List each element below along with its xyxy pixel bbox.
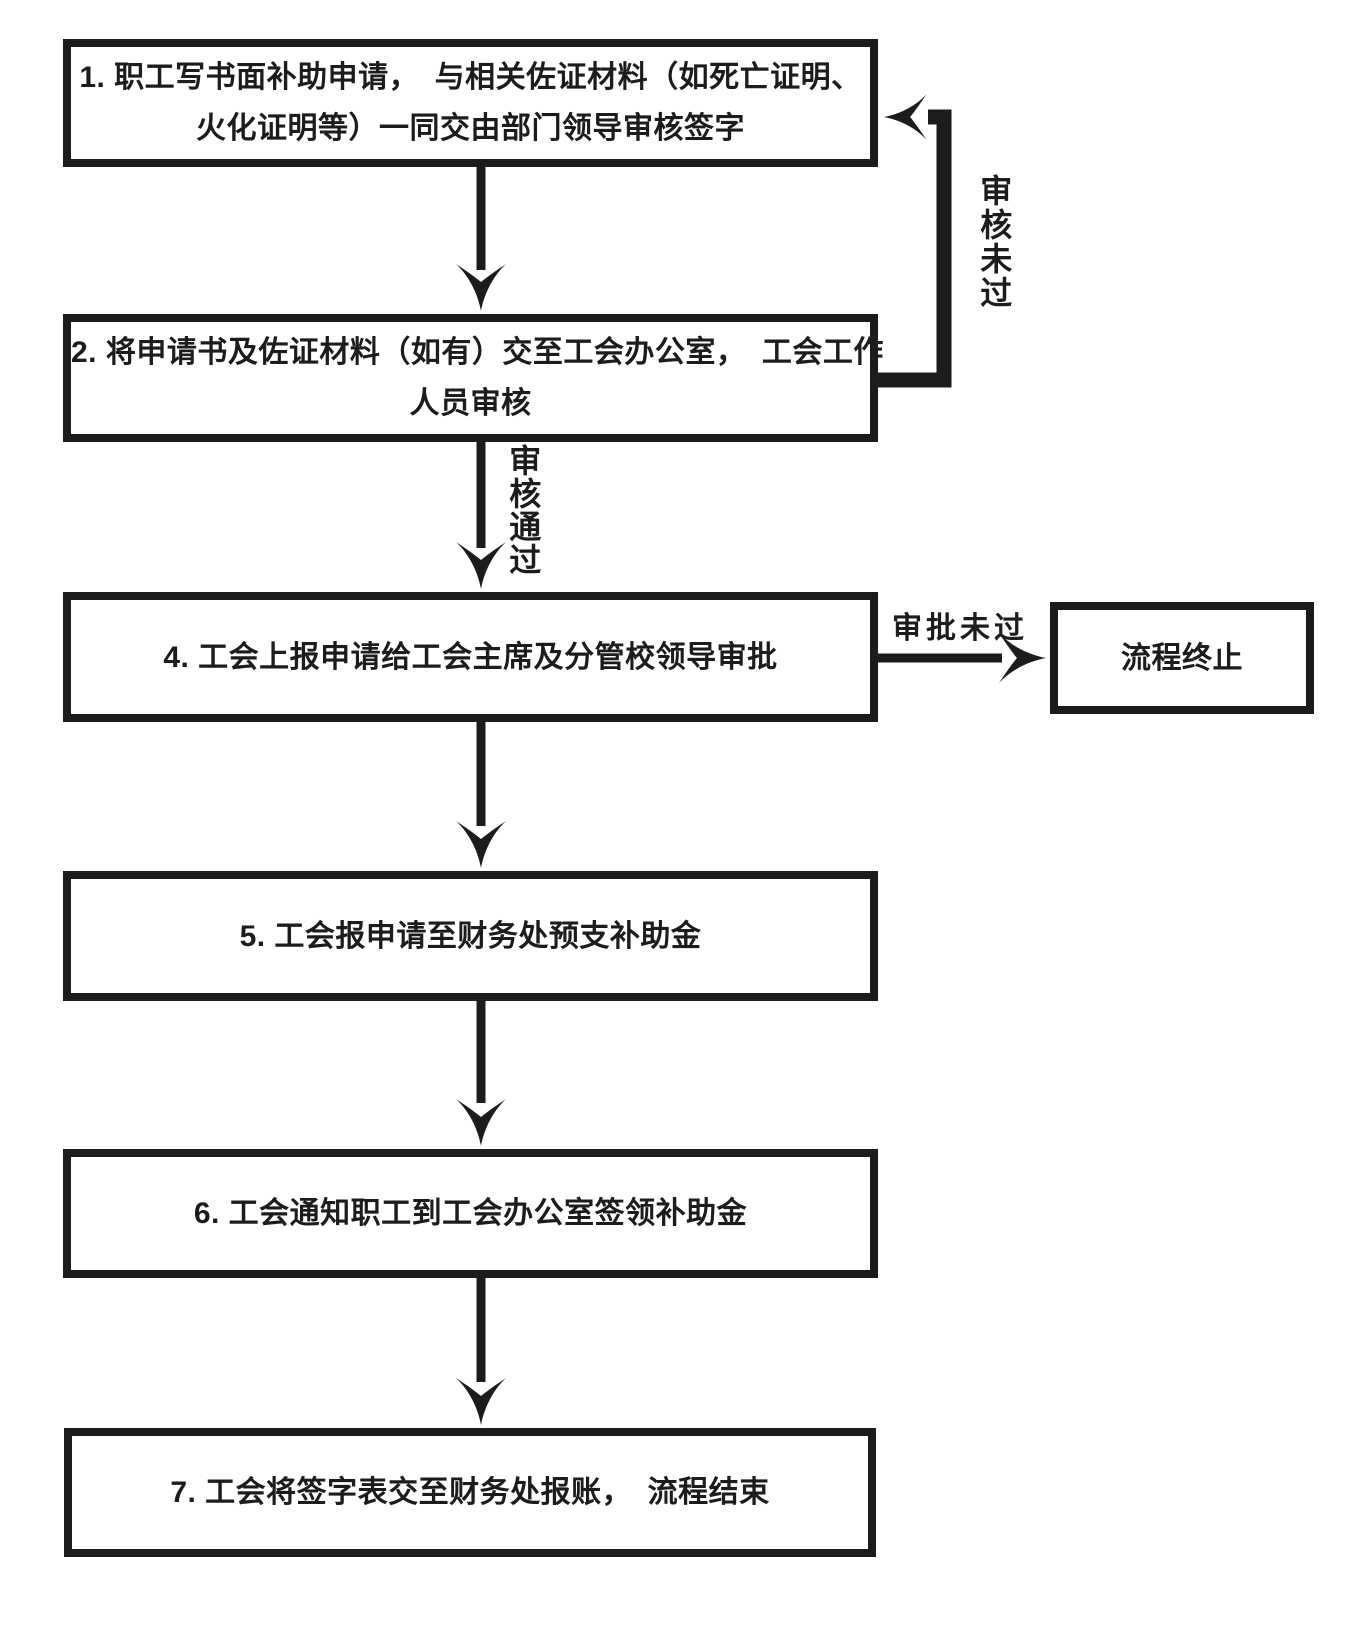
terminate-text: 流程终止 bbox=[1121, 641, 1243, 675]
label-review-passed: 审核通过 bbox=[505, 444, 542, 576]
arrow-step5-to-step6 bbox=[456, 999, 506, 1146]
step-5-box: 5. 工会报申请至财务处预支补助金 bbox=[63, 871, 878, 1001]
arrow-step6-to-step7 bbox=[456, 1276, 506, 1425]
arrow-step4-to-terminate bbox=[878, 633, 1046, 683]
step-2-box: 2. 将申请书及佐证材料（如有）交至工会办公室， 工会工作 人员审核 bbox=[63, 314, 884, 442]
terminate-box: 流程终止 bbox=[1050, 602, 1314, 714]
step-1-text-line-1: 1. 职工写书面补助申请， 与相关佐证材料（如死亡证明、 bbox=[79, 61, 862, 94]
arrow-step4-to-step5 bbox=[456, 720, 506, 868]
step-1-text-line-2: 火化证明等）一同交由部门领导审核签字 bbox=[196, 112, 745, 145]
step-2-text-line-1: 2. 将申请书及佐证材料（如有）交至工会办公室， 工会工作 bbox=[71, 336, 884, 369]
step-4-box: 4. 工会上报申请给工会主席及分管校领导审批 bbox=[63, 592, 878, 722]
step-2-text-line-2: 人员审核 bbox=[409, 387, 532, 420]
step-6-box: 6. 工会通知职工到工会办公室签领补助金 bbox=[63, 1149, 878, 1278]
step-7-box: 7. 工会将签字表交至财务处报账， 流程结束 bbox=[64, 1428, 876, 1557]
step-6-text: 6. 工会通知职工到工会办公室签领补助金 bbox=[193, 1197, 748, 1230]
step-5-text: 5. 工会报申请至财务处预支补助金 bbox=[239, 919, 702, 953]
step-4-text: 4. 工会上报申请给工会主席及分管校领导审批 bbox=[163, 640, 778, 674]
arrow-step1-to-step2 bbox=[456, 163, 506, 311]
label-approval-not-passed: 审批未过 bbox=[892, 612, 1028, 645]
arrow-step2-to-step4 bbox=[456, 438, 506, 589]
arrow-step2-to-step1-loop bbox=[876, 94, 952, 388]
label-review-not-passed: 审核未过 bbox=[976, 174, 1013, 310]
step-1-box: 1. 职工写书面补助申请， 与相关佐证材料（如死亡证明、 火化证明等）一同交由部… bbox=[63, 39, 878, 167]
step-7-text: 7. 工会将签字表交至财务处报账， 流程结束 bbox=[170, 1476, 770, 1509]
